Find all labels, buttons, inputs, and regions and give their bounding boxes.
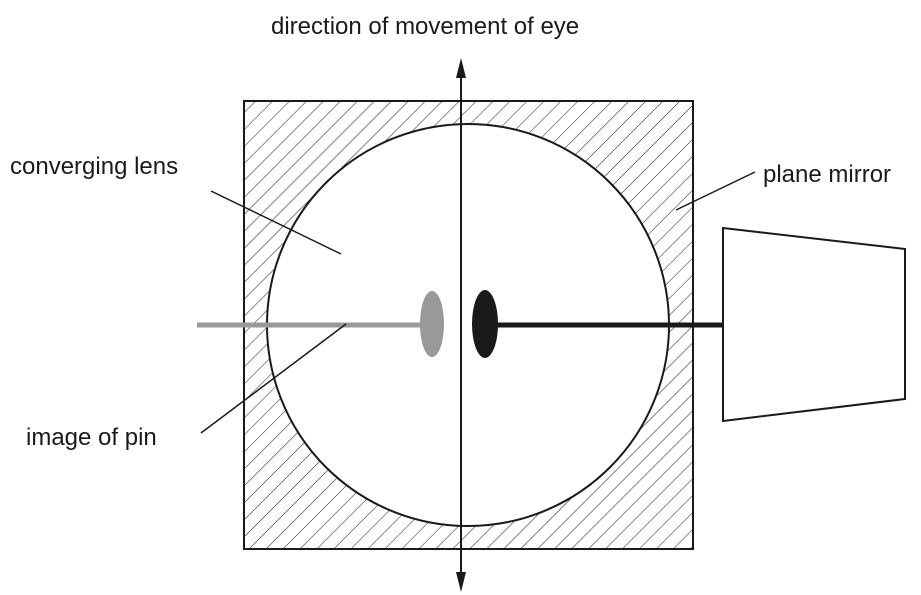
image-of-pin [197, 291, 444, 357]
pin-holder [722, 226, 906, 423]
pin [472, 290, 723, 358]
direction-arrow [456, 58, 466, 592]
image-of-pin-label: image of pin [26, 424, 157, 451]
mirror-leader-line [675, 171, 756, 211]
image-leader-line [200, 323, 347, 434]
plane-mirror-label: plane mirror [763, 161, 892, 188]
direction-label: direction of movement of eye [271, 13, 580, 40]
lens-leader-line [210, 190, 342, 255]
converging-lens-label: converging lens [10, 153, 179, 180]
